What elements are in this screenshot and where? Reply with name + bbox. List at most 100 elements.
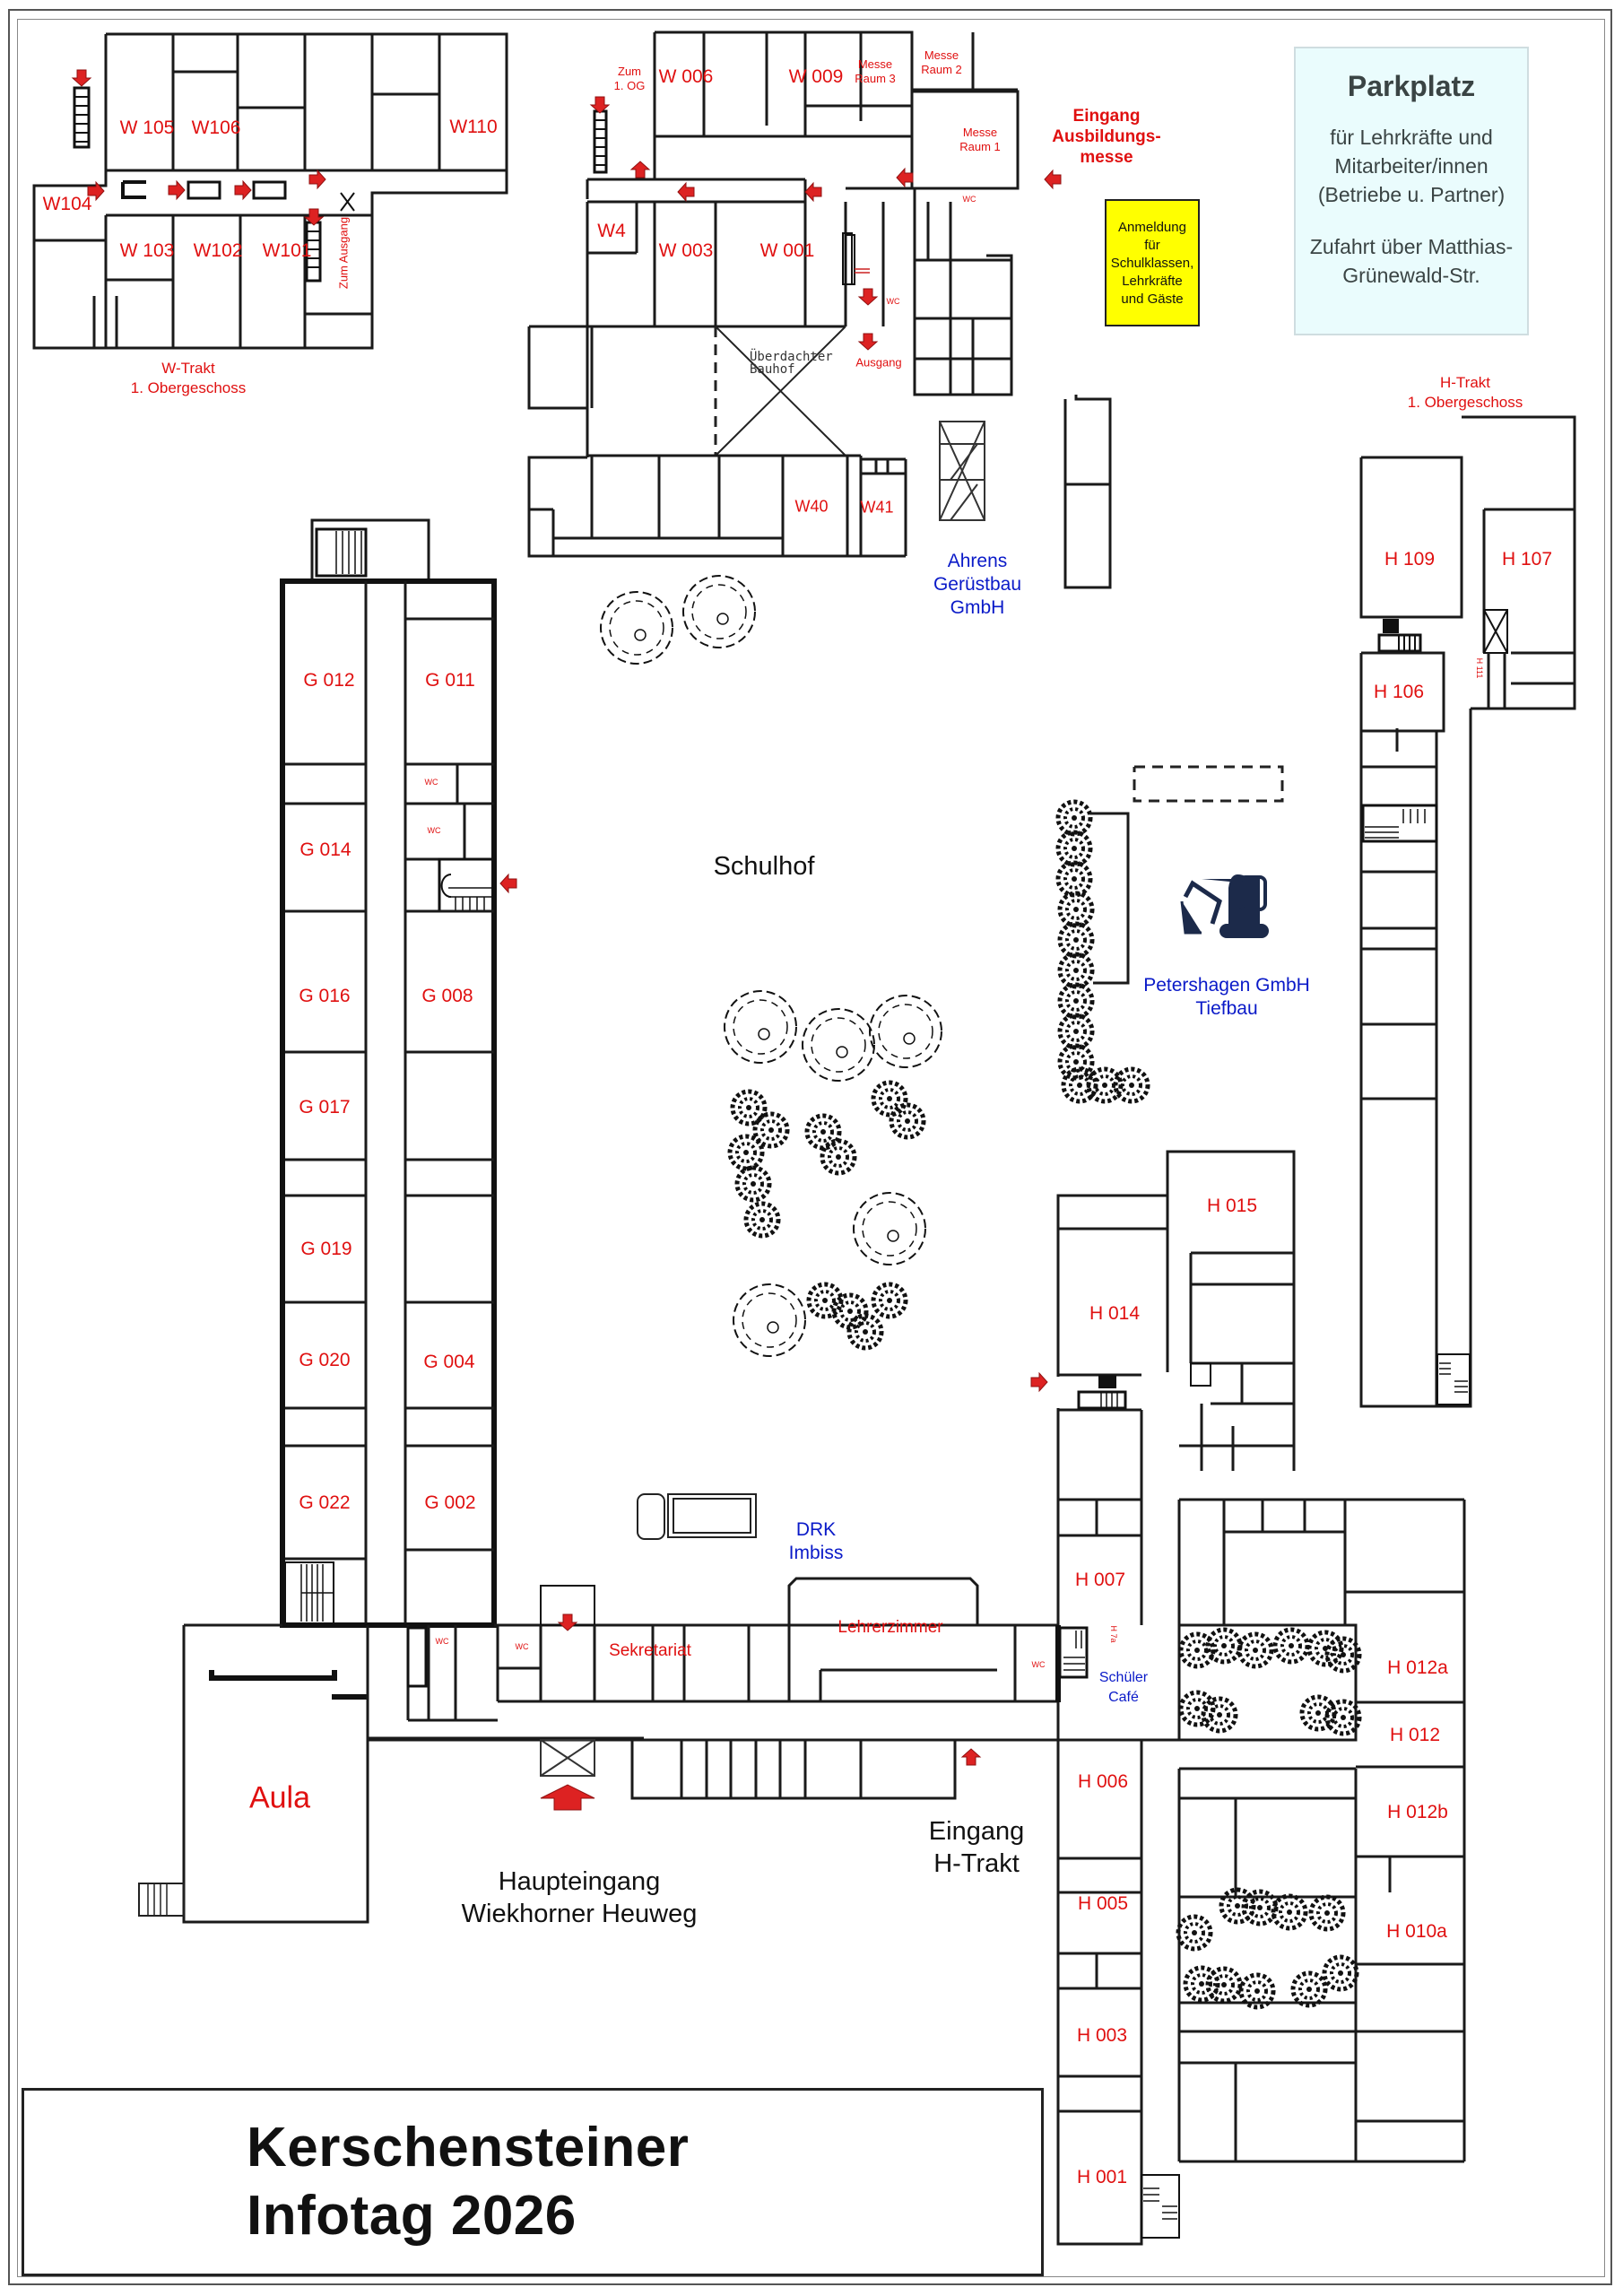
h-entrance-line2: H-Trakt xyxy=(933,1849,1020,1878)
room-g002: G 002 xyxy=(424,1492,476,1513)
wc-label-m2: WC xyxy=(515,1642,529,1651)
main-building-plan xyxy=(138,1577,1060,1924)
main-entrance-line1: Haupteingang xyxy=(498,1867,661,1896)
h-entrance-label: Eingang H-Trakt xyxy=(929,1815,1024,1880)
room-h012a: H 012a xyxy=(1387,1657,1448,1678)
wc-label-m3: WC xyxy=(1031,1660,1046,1669)
messe-r2-line2: Raum 2 xyxy=(921,63,962,76)
zum-og-label: Zum 1. OG xyxy=(614,65,646,93)
exit-label-w-og: Zum Ausgang xyxy=(336,216,351,290)
entrance-messe-label: Eingang Ausbildungs- messe xyxy=(1052,106,1160,168)
registration-line1: Anmeldung xyxy=(1118,220,1186,235)
parking-title: Parkplatz xyxy=(1347,70,1476,102)
bauhof-line2-text: Bauhof xyxy=(750,362,795,377)
room-h006: H 006 xyxy=(1077,1771,1129,1792)
parking-line4: Zufahrt über Matthias- xyxy=(1309,235,1514,258)
banner-title: Kerschensteiner Infotag 2026 xyxy=(247,2114,689,2250)
entrance-messe-line3: messe xyxy=(1080,148,1133,167)
banner-line2: Infotag 2026 xyxy=(247,2185,577,2247)
parking-line5: Grünewald-Str. xyxy=(1342,264,1480,287)
w-trakt-eg-plan: Überdachter Bauhof xyxy=(527,30,1062,558)
room-w104: W104 xyxy=(42,194,92,214)
registration-line4: Lehrkräfte xyxy=(1122,274,1183,289)
page-frame-outer xyxy=(8,9,1612,2285)
room-g019: G 019 xyxy=(300,1239,352,1259)
ausgang-label: Ausgang xyxy=(855,355,902,370)
room-w102: W102 xyxy=(193,240,243,261)
courtyard-trees xyxy=(1178,1630,1359,2007)
room-h001: H 001 xyxy=(1076,2167,1128,2187)
room-g012: G 012 xyxy=(303,670,355,691)
w-trakt-caption-line2: 1. Obergeschoss xyxy=(130,379,247,396)
room-h003: H 003 xyxy=(1076,2025,1128,2046)
event-banner: Kerschensteiner Infotag 2026 xyxy=(22,2088,1044,2276)
room-g016: G 016 xyxy=(299,986,351,1006)
schulhof-trees xyxy=(724,990,942,1357)
room-h007: H 007 xyxy=(1074,1570,1126,1590)
room-w106: W106 xyxy=(191,117,241,138)
main-entrance-label: Haupteingang Wiekhorner Heuweg xyxy=(462,1866,698,1930)
truck-icon xyxy=(637,1493,757,1540)
room-sekretariat: Sekretariat xyxy=(609,1641,691,1660)
room-w103: W 103 xyxy=(119,240,175,261)
schulhof-label: Schulhof xyxy=(713,852,815,881)
drk-line1: DRK xyxy=(795,1519,837,1540)
scaffold-icon xyxy=(939,421,985,521)
schueler-cafe-label: Schüler Café xyxy=(1099,1668,1148,1708)
room-h7a: H 7a xyxy=(1109,1625,1118,1643)
wc-label-m1: WC xyxy=(435,1637,449,1646)
main-entrance-line2: Wiekhorner Heuweg xyxy=(461,1900,698,1928)
room-lehrerzimmer: Lehrerzimmer xyxy=(838,1618,943,1637)
parking-line3: (Betriebe u. Partner) xyxy=(1317,183,1506,206)
room-g022: G 022 xyxy=(299,1492,351,1513)
hedge-row xyxy=(1058,802,1148,1101)
wc-label-g1: WC xyxy=(424,778,438,787)
company-ahrens: Ahrens Gerüstbau GmbH xyxy=(933,550,1021,620)
cafe-line1: Schüler xyxy=(1098,1670,1149,1685)
room-h010a: H 010a xyxy=(1386,1921,1447,1942)
room-w41: W41 xyxy=(860,498,894,517)
company-petershagen: Petershagen GmbH Tiefbau xyxy=(1143,974,1310,1021)
room-w009: W 009 xyxy=(788,66,844,87)
room-g014: G 014 xyxy=(299,839,352,860)
room-h015: H 015 xyxy=(1206,1196,1258,1216)
cafe-line2: Café xyxy=(1108,1690,1139,1705)
room-aula: Aula xyxy=(248,1780,311,1815)
ahrens-line3: GmbH xyxy=(950,597,1005,618)
room-w101: W101 xyxy=(262,240,312,261)
messe-r3-line1: Messe xyxy=(857,57,893,71)
room-w006: W 006 xyxy=(658,66,714,87)
room-w105: W 105 xyxy=(119,117,175,138)
parking-box: Parkplatz für Lehrkräfte und Mitarbeiter… xyxy=(1294,47,1529,335)
messe-raum-3: Messe Raum 3 xyxy=(855,57,896,86)
room-h107: H 107 xyxy=(1501,549,1553,570)
h-trakt-og-caption: H-Trakt 1. Obergeschoss xyxy=(1408,373,1523,413)
banner-line1: Kerschensteiner xyxy=(247,2117,690,2179)
zum-og-line1: Zum xyxy=(618,65,641,78)
room-w4: W4 xyxy=(597,221,626,241)
wc-label-g2: WC xyxy=(427,826,441,835)
w-trakt-caption-line1: W-Trakt xyxy=(161,360,215,377)
wc-label-w1: WC xyxy=(962,195,976,204)
room-g011: G 011 xyxy=(425,670,475,691)
room-h012: H 012 xyxy=(1389,1725,1441,1745)
room-h109: H 109 xyxy=(1384,549,1436,570)
w-trakt-og-caption: W-Trakt 1. Obergeschoss xyxy=(131,359,247,398)
room-g020: G 020 xyxy=(299,1350,351,1370)
drk-line2: Imbiss xyxy=(788,1543,844,1563)
room-g017: G 017 xyxy=(299,1097,351,1118)
parking-line1: für Lehrkräfte und xyxy=(1330,126,1493,149)
wc-label-w2: WC xyxy=(886,297,900,306)
parking-line2: Mitarbeiter/innen xyxy=(1334,154,1488,178)
g-trakt-plan xyxy=(280,518,517,1628)
registration-line3: Schulklassen, xyxy=(1110,256,1194,271)
room-h106: H 106 xyxy=(1373,682,1425,702)
room-w001: W 001 xyxy=(759,240,815,261)
room-w40: W40 xyxy=(794,497,829,516)
excavator-icon xyxy=(1180,874,1269,938)
messe-r3-line2: Raum 3 xyxy=(855,72,896,85)
ahrens-line2: Gerüstbau xyxy=(933,574,1022,595)
h-trakt-caption-line2: 1. Obergeschoss xyxy=(1407,394,1523,411)
h-trakt-caption-line1: H-Trakt xyxy=(1439,374,1491,391)
